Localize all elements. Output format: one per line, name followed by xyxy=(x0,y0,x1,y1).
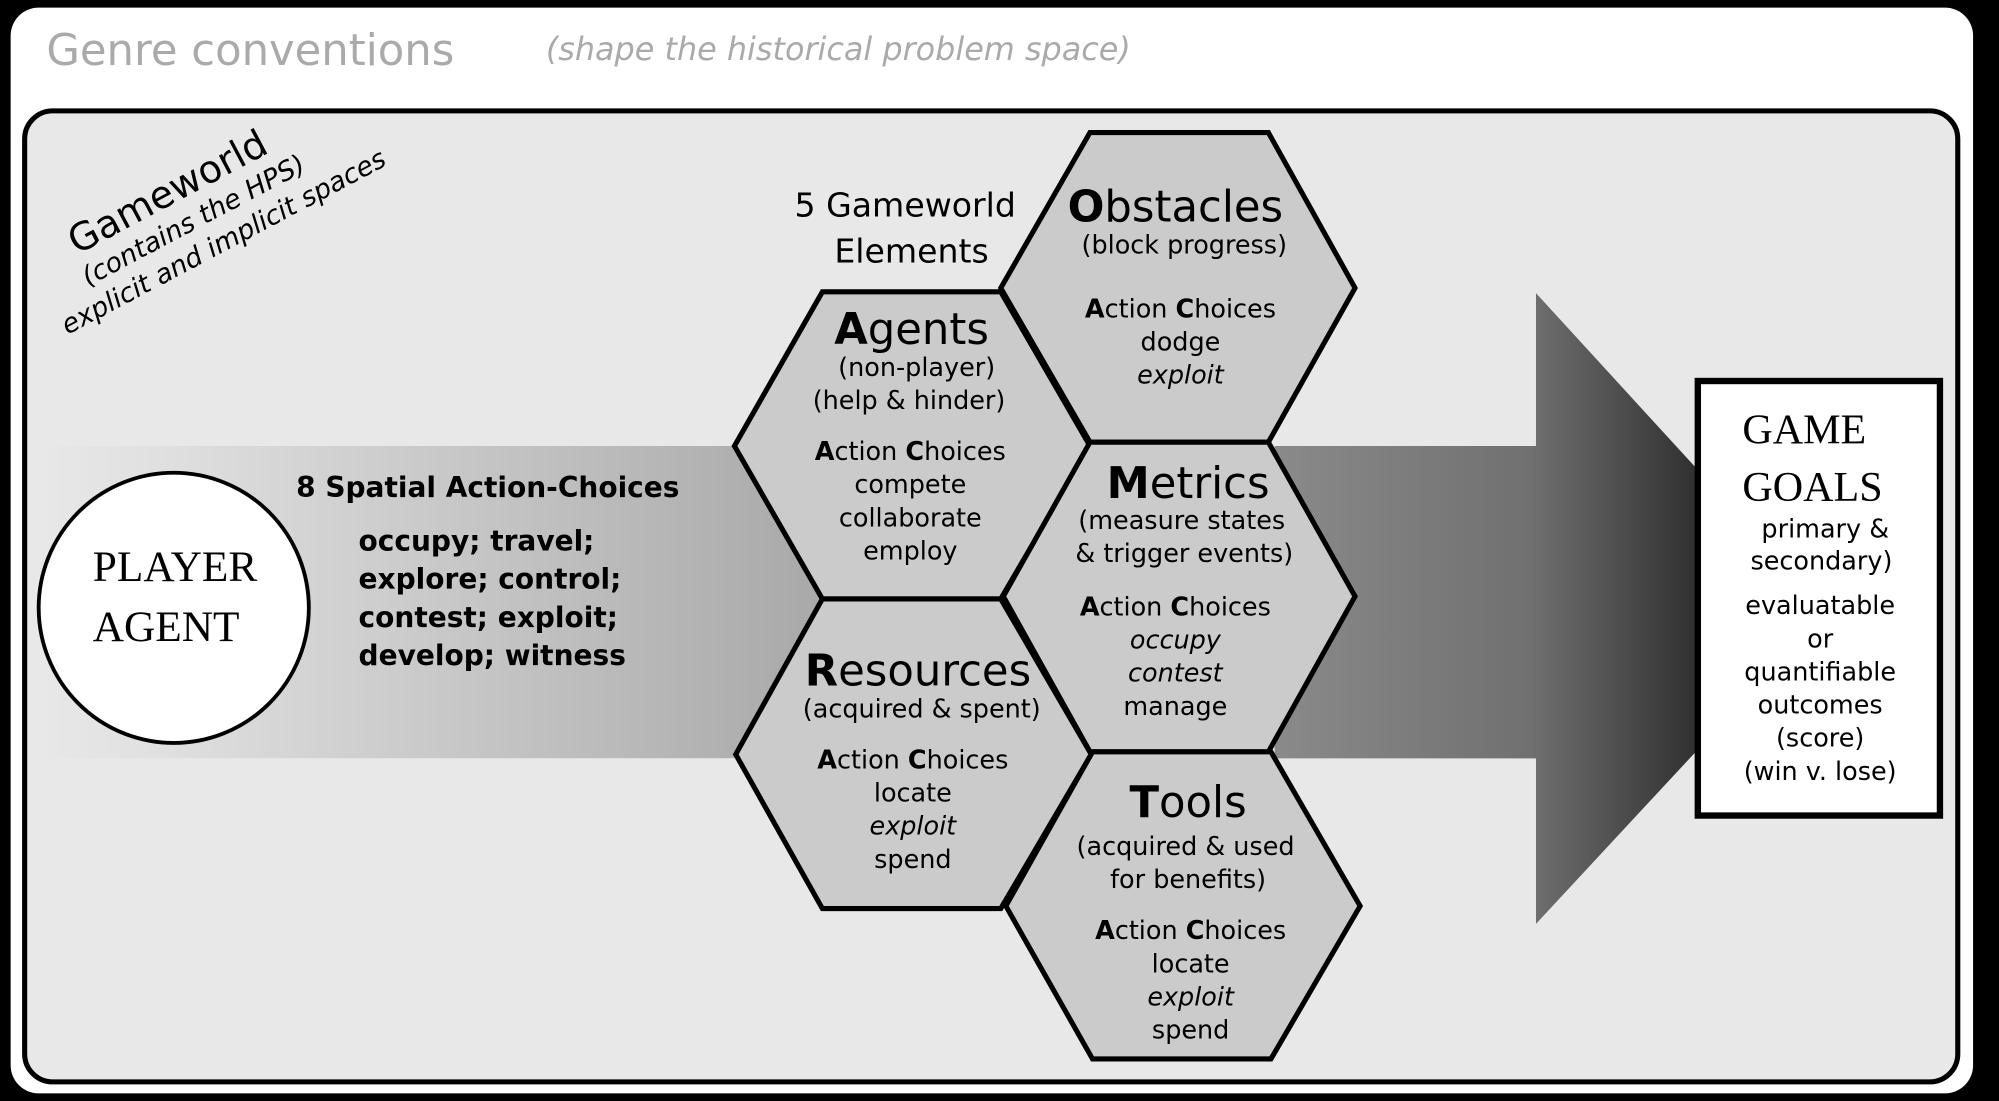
resources-choice: spend xyxy=(874,845,951,875)
metrics-choice: contest xyxy=(1128,659,1224,689)
goals-text: primary & xyxy=(1761,515,1889,545)
agents-choice: collaborate xyxy=(839,503,982,533)
agents-desc: (non-player) xyxy=(838,353,995,383)
goals-line1: GAME xyxy=(1742,407,1866,453)
goals-text: evaluatable xyxy=(1745,591,1895,621)
metrics-choice: occupy xyxy=(1130,626,1222,656)
player-line2: AGENT xyxy=(93,603,240,651)
obstacles-choice: dodge xyxy=(1141,327,1221,357)
spatial-line: develop; witness xyxy=(359,639,626,672)
obstacles-ac-label: Action Choices xyxy=(1085,294,1276,324)
hex-tools xyxy=(1002,749,1364,1062)
agents-desc: (help & hinder) xyxy=(813,386,1006,416)
tools-desc: for benefits) xyxy=(1110,865,1266,895)
obstacles-choice: exploit xyxy=(1137,361,1225,391)
spatial-line: explore; control; xyxy=(359,563,622,596)
obstacles-desc: (block progress) xyxy=(1082,231,1287,261)
hex-resources xyxy=(732,596,1095,912)
tools-desc: (acquired & used xyxy=(1077,832,1295,862)
resources-title: Resources xyxy=(805,647,1031,697)
metrics-desc: (measure states xyxy=(1078,506,1285,536)
tools-ac-label: Action Choices xyxy=(1095,916,1286,946)
tools-choice: exploit xyxy=(1147,982,1235,1012)
resources-choice: locate xyxy=(874,779,952,809)
agents-ac-label: Action Choices xyxy=(815,437,1006,467)
player-agent-circle xyxy=(36,470,311,745)
tools-title: Tools xyxy=(1130,778,1247,828)
tools-choice: locate xyxy=(1152,949,1230,979)
goals-line2: GOALS xyxy=(1742,465,1882,511)
goals-text: outcomes xyxy=(1758,691,1883,721)
goals-text: quantifiable xyxy=(1744,657,1896,687)
spatial-list: occupy; travel; explore; control; contes… xyxy=(359,525,626,673)
obstacles-title: Obstacles xyxy=(1068,183,1283,233)
elements-line1: 5 Gameworld xyxy=(794,186,1015,225)
goals-text: or xyxy=(1807,624,1834,654)
metrics-title: Metrics xyxy=(1107,459,1270,509)
resources-desc: (acquired & spent) xyxy=(803,694,1041,724)
game-goals-box xyxy=(1694,377,1944,819)
resources-choice: exploit xyxy=(870,812,958,842)
agents-title: Agents xyxy=(834,305,989,355)
goals-text: (win v. lose) xyxy=(1744,757,1897,787)
elements-line2: Elements xyxy=(834,232,988,271)
spatial-title: 8 Spatial Action-Choices xyxy=(296,471,679,504)
tools-choice: spend xyxy=(1152,1016,1229,1046)
agents-choice: employ xyxy=(863,536,957,566)
player-line1: PLAYER xyxy=(93,543,258,591)
goals-text: (score) xyxy=(1776,724,1864,754)
subtitle: (shape the historical problem space) xyxy=(546,30,1131,68)
resources-ac-label: Action Choices xyxy=(817,745,1008,775)
agents-choice: compete xyxy=(854,470,966,500)
metrics-desc: & trigger events) xyxy=(1075,539,1293,569)
metrics-ac-label: Action Choices xyxy=(1080,592,1271,622)
goals-text: secondary) xyxy=(1750,547,1892,577)
title: Genre conventions xyxy=(46,26,454,76)
spatial-line: contest; exploit; xyxy=(359,601,618,634)
metrics-choice: manage xyxy=(1123,692,1227,722)
spatial-line: occupy; travel; xyxy=(359,525,595,558)
